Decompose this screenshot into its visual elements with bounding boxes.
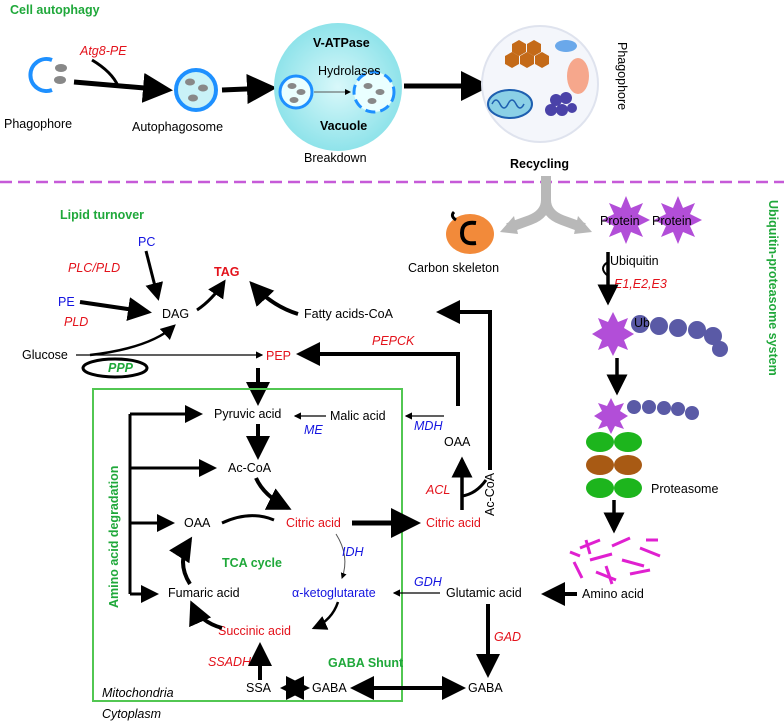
label-ub: Ub (634, 316, 650, 330)
label-protein-1: Protein (600, 214, 640, 228)
label-plc-pld: PLC/PLD (68, 261, 120, 275)
label-mdh: MDH (414, 419, 443, 433)
autophagosome-icon (174, 68, 218, 112)
label-gaba-mito: GABA (312, 681, 347, 695)
arrow-acoa-fatty (436, 300, 492, 470)
label-oaa-cyto: OAA (444, 435, 471, 449)
section-gaba-shunt: GABA Shunt (328, 656, 404, 670)
label-acl: ACL (425, 483, 450, 497)
arrow-citric-akg (335, 533, 347, 579)
label-pepck: PEPCK (372, 334, 415, 348)
arrow-to-vacuole (221, 74, 277, 104)
ubiquitin-branch (602, 261, 609, 277)
label-fatty-acids: Fatty acids-CoA (304, 307, 394, 321)
label-hydrolases: Hydrolases (318, 64, 381, 78)
label-gaba-cyto: GABA (468, 681, 503, 695)
label-vacuole: Vacuole (320, 119, 367, 133)
arrow-pc-dag (144, 250, 164, 301)
ubiquitinated-protein-icon (592, 312, 728, 357)
arrow-acoa-citric (254, 477, 292, 510)
label-gdh: GDH (414, 575, 443, 589)
label-ubiquitin: Ubiquitin (610, 254, 659, 268)
arrow-pe-dag (79, 297, 152, 321)
vacuole-icon (274, 23, 402, 151)
section-autophagy: Cell autophagy (10, 3, 100, 17)
label-breakdown: Breakdown (304, 151, 367, 165)
protein-star-icons (602, 196, 702, 244)
label-gad: GAD (494, 630, 521, 644)
label-fumaric: Fumaric acid (168, 586, 240, 600)
label-citric-mito: Citric acid (286, 516, 341, 530)
label-malic: Malic acid (330, 409, 386, 423)
label-phagophore: Phagophore (4, 117, 72, 131)
recycling-phagophore-icon (481, 25, 599, 143)
label-mitochondria: Mitochondria (102, 686, 174, 700)
atg8-branch (91, 58, 120, 87)
section-tca: TCA cycle (222, 556, 282, 570)
label-proteasome: Proteasome (651, 482, 718, 496)
label-pc: PC (138, 235, 155, 249)
arrow-dag-tag (196, 279, 226, 312)
proteasome-icon (586, 398, 699, 498)
label-glucose: Glucose (22, 348, 68, 362)
arrow-oaa-citric (221, 514, 275, 525)
label-recycling: Recycling (510, 157, 569, 171)
label-vatpase: V-ATPase (313, 36, 370, 50)
arrow-fatty-tag (249, 281, 299, 316)
section-aa-degradation: Amino acid degradation (107, 466, 121, 608)
label-ssadh: SSADH (208, 655, 252, 669)
arrow-succinic-fumaric (189, 600, 223, 630)
label-pe: PE (58, 295, 75, 309)
label-dag: DAG (162, 307, 189, 321)
label-pep: PEP (266, 349, 291, 363)
section-lipid: Lipid turnover (60, 208, 144, 222)
section-ups: Ubiquitin-proteasome system (766, 200, 780, 376)
label-pyruvic: Pyruvic acid (214, 407, 281, 421)
label-carbon-skeleton: Carbon skeleton (408, 261, 499, 275)
phagophore-icon (28, 57, 67, 93)
aa-degradation-arrows (128, 405, 217, 603)
label-glutamic: Glutamic acid (446, 586, 522, 600)
label-akg: α-ketoglutarate (292, 586, 376, 600)
carbon-skeleton-icon (446, 210, 494, 254)
label-acoa-cyto: Ac-CoA (483, 472, 497, 516)
recycling-split-arrow (500, 176, 592, 234)
label-citric-cyto: Citric acid (426, 516, 481, 530)
peptide-fragments-icon (569, 536, 661, 585)
arrow-akg-succinic (311, 601, 340, 630)
label-succinic: Succinic acid (218, 624, 291, 638)
label-e123: E1,E2,E3 (614, 277, 667, 291)
label-tag: TAG (214, 265, 239, 279)
label-amino-acid: Amino acid (582, 587, 644, 601)
ppp-cycle (81, 357, 149, 379)
label-ppp: PPP (108, 361, 134, 375)
label-autophagosome: Autophagosome (132, 120, 223, 134)
label-atg8: Atg8-PE (79, 44, 127, 58)
label-phagophore-2: Phagophore (615, 42, 629, 110)
label-cytoplasm: Cytoplasm (102, 707, 161, 721)
acl-branch (461, 479, 488, 498)
label-me: ME (304, 423, 323, 437)
arrow-to-autophagosome (73, 72, 173, 103)
arrow-fumaric-oaa (169, 536, 193, 586)
label-pld: PLD (64, 315, 88, 329)
label-acoa-mito: Ac-CoA (228, 461, 272, 475)
arrow-oaa-pep (296, 342, 460, 406)
label-ssa: SSA (246, 681, 272, 695)
label-oaa-mito: OAA (184, 516, 211, 530)
arrow-glucose-dag (89, 324, 176, 357)
label-protein-2: Protein (652, 214, 692, 228)
mitochondria-box (92, 388, 403, 702)
label-idh: IDH (342, 545, 365, 559)
